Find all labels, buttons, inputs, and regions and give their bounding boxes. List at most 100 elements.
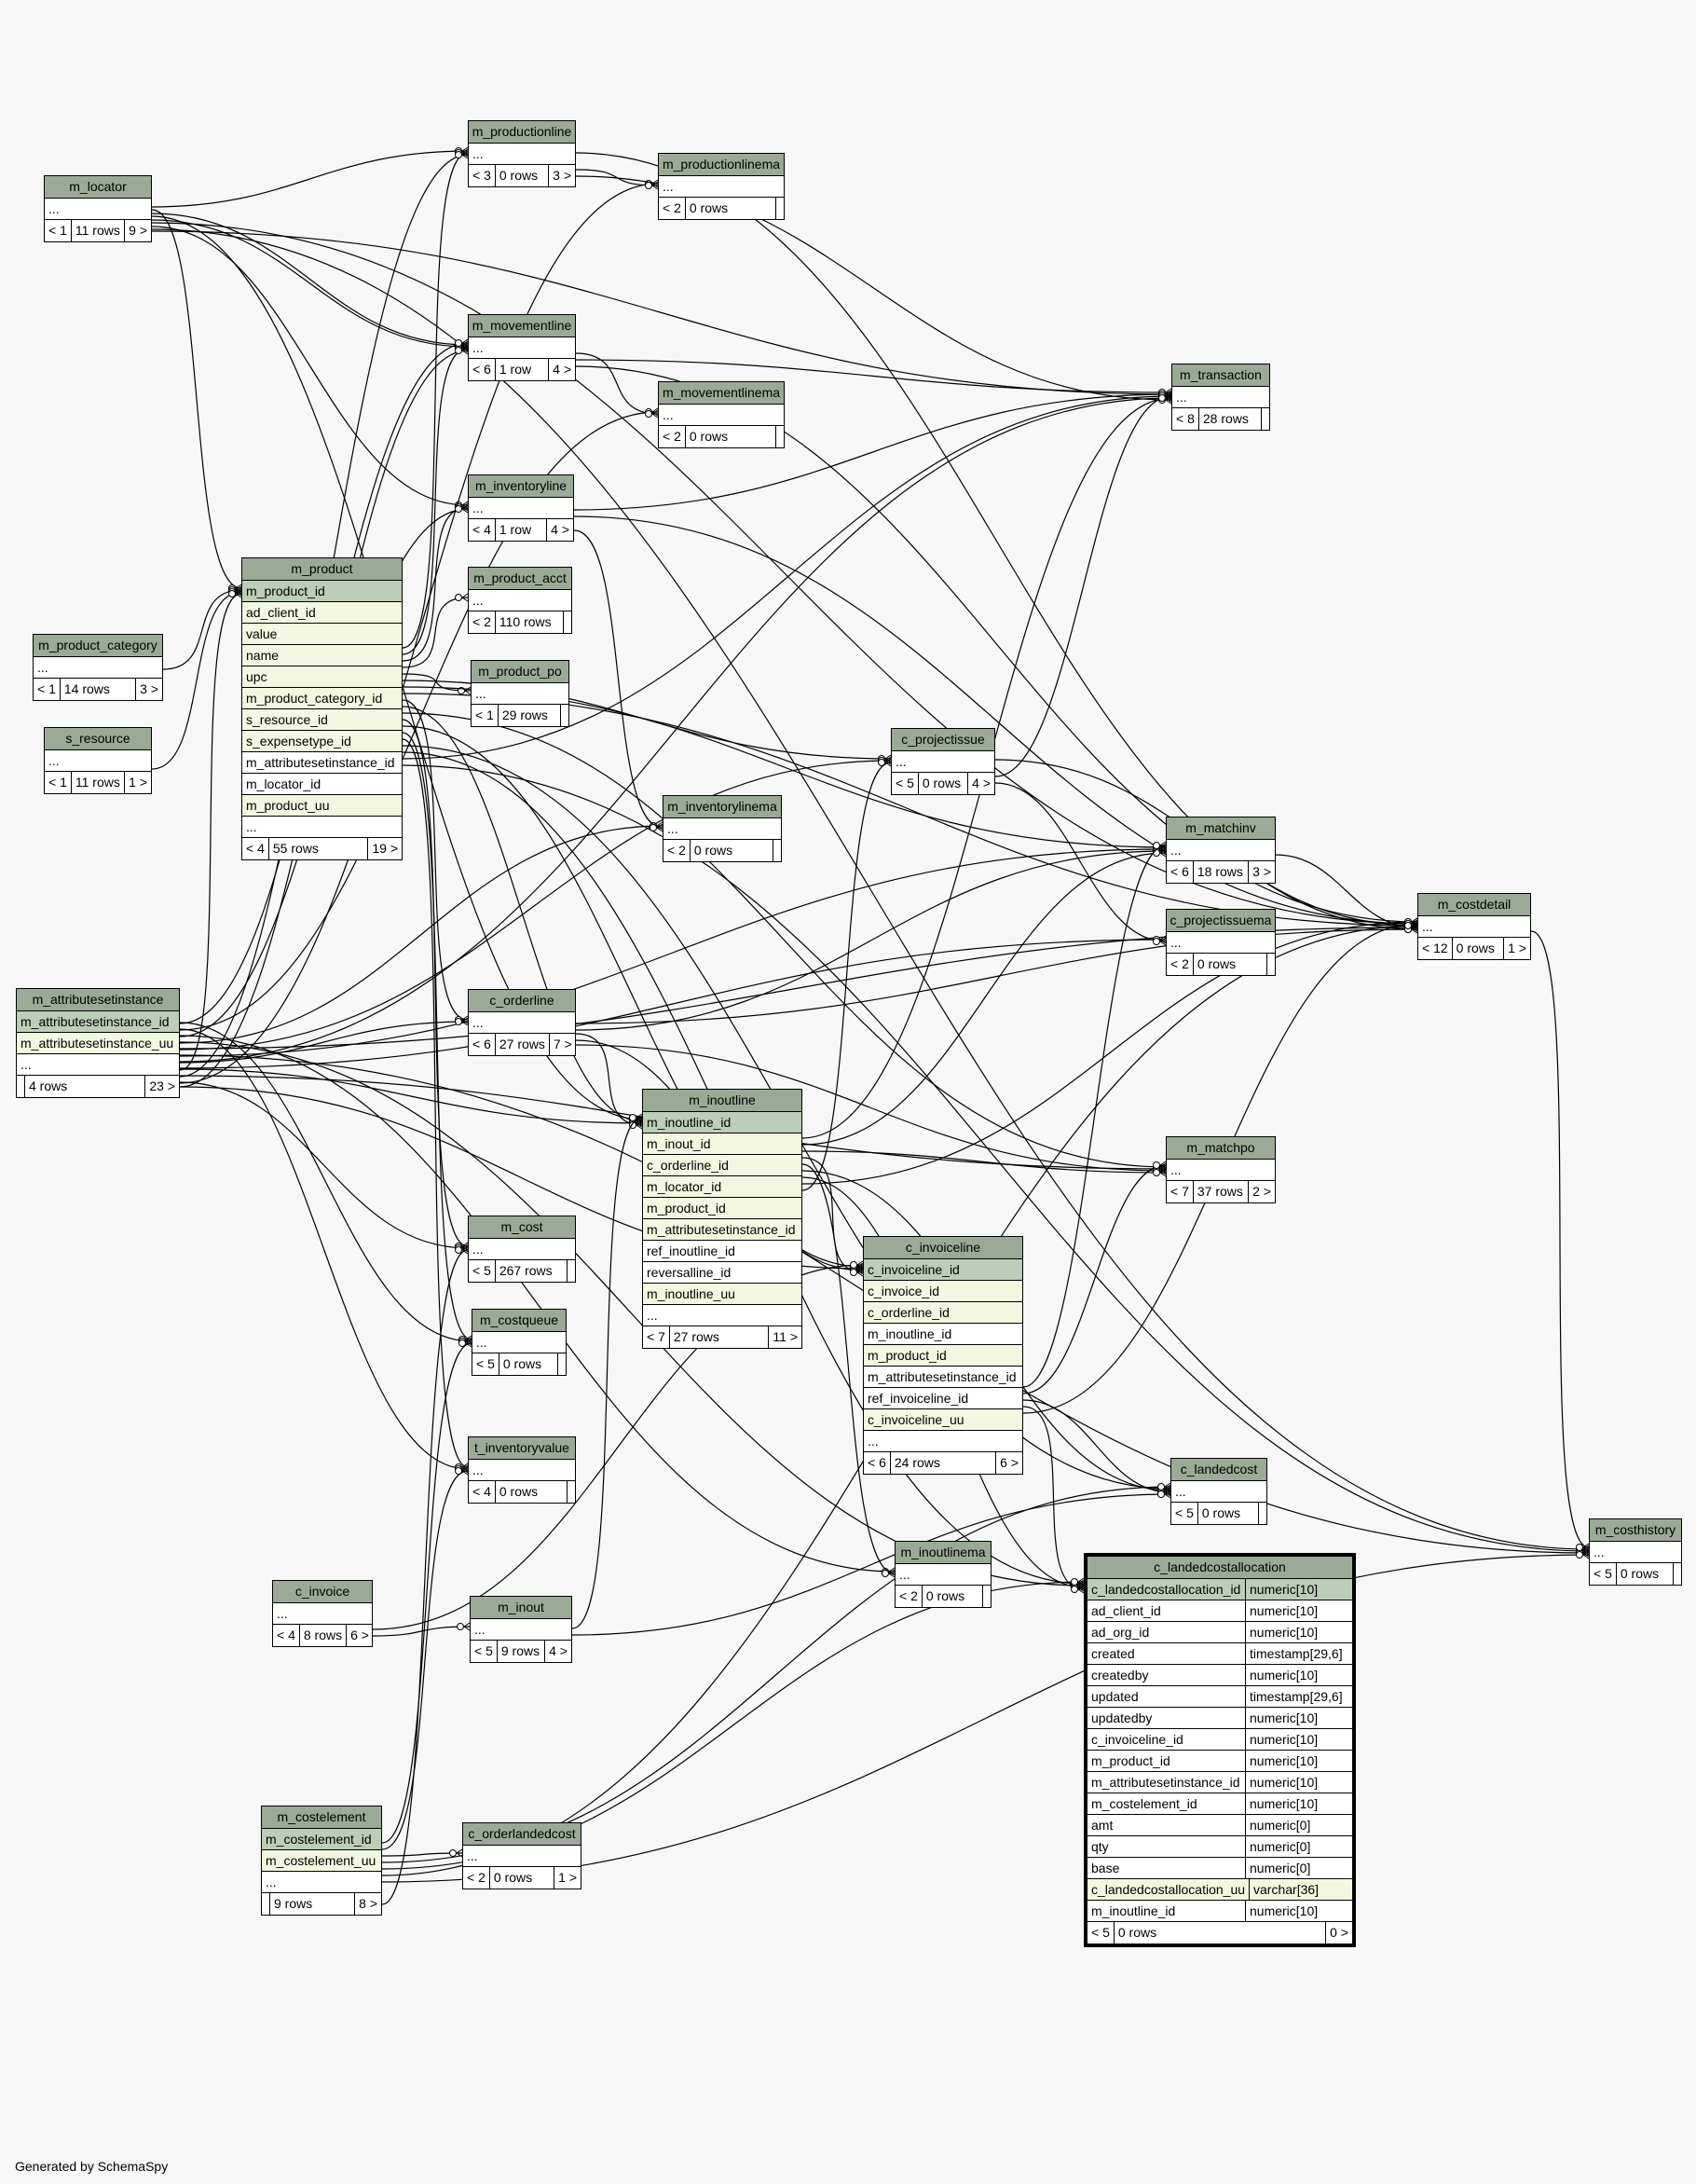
column-row[interactable]: m_attributesetinstance_id xyxy=(17,1011,179,1033)
more-columns[interactable]: ... xyxy=(1418,916,1530,938)
table-header[interactable]: m_productionline xyxy=(469,121,575,144)
column-row[interactable]: ref_inoutline_id xyxy=(643,1241,801,1262)
children-link[interactable]: 3 > xyxy=(1252,864,1271,879)
children-link[interactable]: 4 > xyxy=(553,362,571,377)
more-columns[interactable]: ... xyxy=(469,1012,575,1034)
children-link[interactable] xyxy=(561,705,568,726)
parents-link[interactable]: < 2 xyxy=(1167,954,1194,975)
children-link[interactable] xyxy=(776,198,784,219)
column-row[interactable]: s_expensetype_id xyxy=(242,731,402,752)
parents-link[interactable]: < 4 xyxy=(242,838,269,859)
table-header[interactable]: m_inventorylinema xyxy=(663,796,781,818)
table-header[interactable]: c_orderlandedcost xyxy=(463,1823,581,1846)
more-columns[interactable]: ... xyxy=(896,1564,991,1586)
column-row[interactable]: c_orderline_id xyxy=(643,1155,801,1176)
children-link[interactable]: 11 > xyxy=(773,1329,798,1344)
table-header[interactable]: m_costelement xyxy=(262,1806,381,1829)
column-row[interactable]: m_inout_id xyxy=(643,1133,801,1155)
column-row[interactable]: reversalline_id xyxy=(643,1262,801,1284)
table-header[interactable]: m_locator xyxy=(45,176,151,199)
more-columns[interactable]: ... xyxy=(643,1305,801,1326)
children-link[interactable]: 2 > xyxy=(1252,1184,1271,1199)
children-link[interactable]: 4 > xyxy=(972,776,991,790)
parents-link[interactable]: < 5 xyxy=(1087,1922,1115,1944)
parents-link[interactable]: < 5 xyxy=(892,773,919,794)
column-row[interactable]: m_product_id xyxy=(643,1198,801,1219)
table-header[interactable]: c_projectissuema xyxy=(1167,910,1275,932)
table-header[interactable]: m_movementline xyxy=(469,315,575,337)
more-columns[interactable]: ... xyxy=(469,1460,575,1481)
column-row[interactable]: m_attributesetinstance_id xyxy=(242,752,402,774)
column-row[interactable]: m_product_id xyxy=(242,581,402,602)
parents-link[interactable]: < 7 xyxy=(643,1326,670,1348)
more-columns[interactable]: ... xyxy=(262,1872,381,1893)
more-columns[interactable]: ... xyxy=(892,751,994,773)
more-columns[interactable]: ... xyxy=(472,1332,566,1353)
table-header[interactable]: t_inventoryvalue xyxy=(469,1437,575,1460)
parents-link[interactable] xyxy=(17,1076,25,1097)
parents-link[interactable]: < 4 xyxy=(469,519,496,541)
table-header[interactable]: m_product_acct xyxy=(469,568,571,590)
more-columns[interactable]: ... xyxy=(471,1619,571,1641)
table-header[interactable]: m_matchinv xyxy=(1167,817,1275,840)
more-columns[interactable]: ... xyxy=(45,199,151,220)
children-link[interactable] xyxy=(776,426,784,447)
table-header[interactable]: c_projectissue xyxy=(892,729,994,751)
children-link[interactable]: 8 > xyxy=(359,1896,377,1911)
table-header[interactable]: c_landedcostallocation xyxy=(1087,1557,1352,1579)
more-columns[interactable]: ... xyxy=(1167,932,1275,954)
parents-link[interactable]: < 1 xyxy=(34,679,61,700)
column-row[interactable]: c_invoice_id xyxy=(864,1281,1022,1302)
children-link[interactable]: 1 > xyxy=(129,775,147,790)
column-row[interactable]: c_invoiceline_id xyxy=(864,1259,1022,1281)
table-header[interactable]: m_cost xyxy=(469,1216,575,1239)
column-row[interactable]: m_inoutline_uu xyxy=(643,1284,801,1305)
more-columns[interactable]: ... xyxy=(469,498,573,519)
more-columns[interactable]: ... xyxy=(1167,840,1275,861)
more-columns[interactable]: ... xyxy=(242,817,402,838)
more-columns[interactable]: ... xyxy=(17,1054,179,1076)
children-link[interactable]: 3 > xyxy=(140,681,158,696)
parents-link[interactable]: < 6 xyxy=(469,359,496,380)
children-link[interactable]: 19 > xyxy=(372,841,398,856)
column-row[interactable]: m_product_category_id xyxy=(242,688,402,709)
more-columns[interactable]: ... xyxy=(1172,387,1269,408)
table-header[interactable]: m_matchpo xyxy=(1167,1137,1275,1160)
more-columns[interactable]: ... xyxy=(472,683,568,705)
parents-link[interactable]: < 5 xyxy=(471,1641,498,1662)
children-link[interactable] xyxy=(558,1353,566,1375)
more-columns[interactable]: ... xyxy=(469,337,575,359)
column-row[interactable]: m_costelement_uu xyxy=(262,1850,381,1872)
children-link[interactable] xyxy=(1259,1503,1266,1524)
parents-link[interactable]: < 6 xyxy=(864,1452,891,1474)
parents-link[interactable]: < 2 xyxy=(659,198,686,219)
children-link[interactable] xyxy=(1262,408,1269,430)
parents-link[interactable]: < 4 xyxy=(469,1481,496,1503)
column-row[interactable]: m_locator_id xyxy=(242,774,402,795)
